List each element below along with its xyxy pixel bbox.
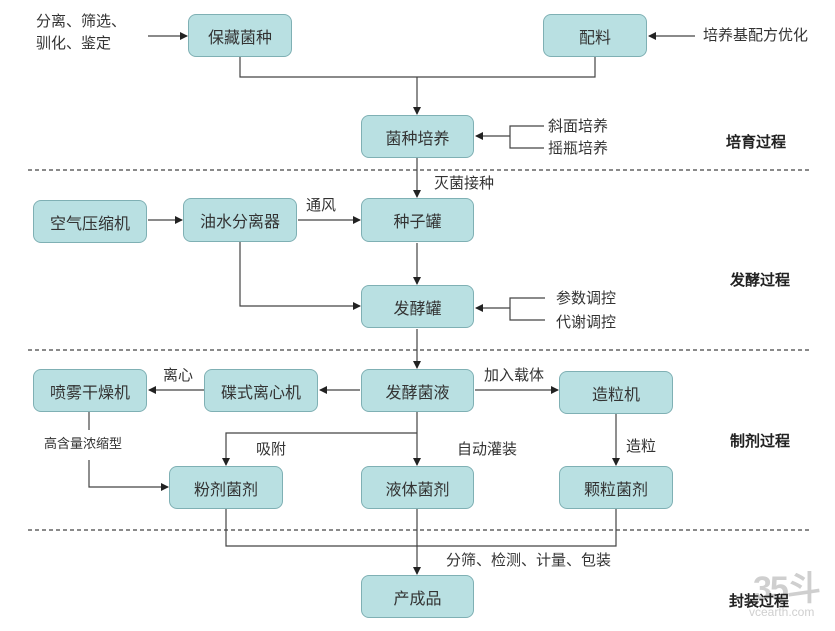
connector-culture-methods <box>509 125 544 149</box>
label-adsorption: 吸附 <box>256 440 287 458</box>
label-metabolic-control: 代谢调控 <box>556 313 617 331</box>
label-medium-optimization: 培养基配方优化 <box>703 26 809 44</box>
label-slant-culture: 斜面培养 <box>548 117 609 135</box>
label-ventilation: 通风 <box>306 196 337 214</box>
node-air-compressor: 空气压缩机 <box>33 200 147 243</box>
arrow-broth-to-powder <box>222 432 417 466</box>
node-ingredients: 配料 <box>543 14 647 57</box>
label-shake-flask-culture: 摇瓶培养 <box>548 139 609 157</box>
node-finished-product: 产成品 <box>361 575 474 618</box>
stage-cultivation: 培育过程 <box>726 133 787 151</box>
connector-powder-merge <box>225 509 617 547</box>
label-add-carrier: 加入载体 <box>484 366 545 384</box>
node-disc-centrifuge: 碟式离心机 <box>204 369 318 412</box>
label-high-concentration: 高含量浓缩型 <box>44 437 123 452</box>
node-oil-water-separator: 油水分离器 <box>183 198 297 242</box>
connector-controls <box>509 297 545 321</box>
label-packaging: 分筛、检测、计量、包装 <box>446 551 612 569</box>
label-auto-filling: 自动灌装 <box>457 440 518 458</box>
stage-packaging-title: 封装过程 <box>729 592 790 610</box>
node-liquid-agent: 液体菌剂 <box>361 466 474 509</box>
watermark-site: vcearth.com <box>749 605 815 619</box>
stage-fermentation: 发酵过程 <box>730 271 791 289</box>
node-strain-culture: 菌种培养 <box>361 115 474 158</box>
node-preserve-strain: 保藏菌种 <box>188 14 292 57</box>
label-sterilize-inoculate: 灭菌接种 <box>434 174 495 192</box>
stage-formulation: 制剂过程 <box>730 432 791 450</box>
arrow-dryer-to-powder <box>88 460 169 491</box>
node-spray-dryer: 喷雾干燥机 <box>33 369 147 412</box>
node-granule-agent: 颗粒菌剂 <box>559 466 673 509</box>
connector-ingredients-merge <box>417 56 596 78</box>
label-granulation: 造粒 <box>626 437 657 455</box>
connector-preserve-merge <box>239 56 417 78</box>
node-fermenter: 发酵罐 <box>361 285 474 328</box>
node-granulator: 造粒机 <box>559 371 673 414</box>
arrow-separator-to-fermenter <box>239 242 361 310</box>
node-seed-tank: 种子罐 <box>361 198 474 242</box>
label-centrifuge: 离心 <box>163 366 194 384</box>
node-fermentation-broth: 发酵菌液 <box>361 369 474 412</box>
node-powder-agent: 粉剂菌剂 <box>169 466 283 509</box>
label-isolation-line2: 驯化、鉴定 <box>36 34 112 52</box>
label-isolation-line1: 分离、筛选、 <box>36 12 127 30</box>
label-parameter-control: 参数调控 <box>556 289 617 307</box>
watermark-logo: 35斗 <box>753 570 821 608</box>
